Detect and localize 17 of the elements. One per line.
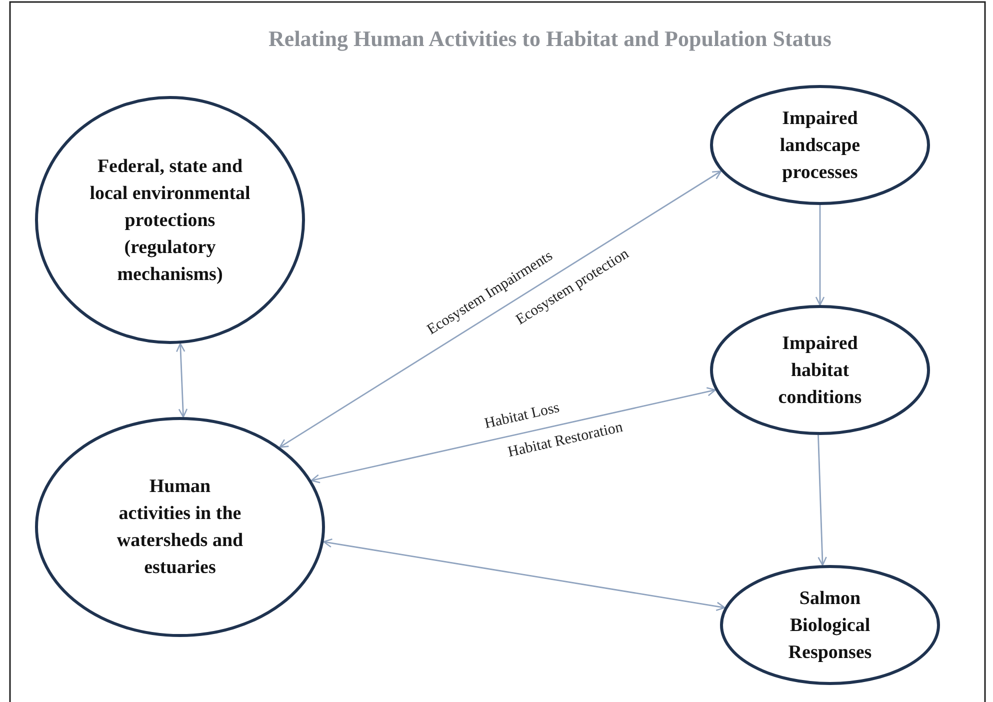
diagram-title: Relating Human Activities to Habitat and Population Status bbox=[268, 26, 832, 52]
node-label: Federal, state and local environmental protections (regulatory mechanisms) bbox=[88, 154, 252, 286]
node-label: Human activities in the watersheds and estuaries bbox=[116, 475, 244, 580]
node-label: Impaired habitat conditions bbox=[777, 332, 863, 410]
ellipse-node bbox=[710, 85, 930, 205]
node-label: Salmon Biological Responses bbox=[787, 586, 873, 664]
node-label: Impaired landscape processes bbox=[778, 106, 862, 184]
ellipse-node bbox=[35, 96, 305, 344]
arrow bbox=[323, 538, 726, 611]
arrow bbox=[176, 343, 188, 418]
arrow bbox=[815, 205, 825, 306]
ellipse-node bbox=[720, 565, 940, 685]
arrow bbox=[279, 170, 722, 448]
ellipse-node bbox=[710, 305, 930, 435]
arrow bbox=[310, 387, 716, 484]
arrow bbox=[818, 434, 827, 566]
ellipse-node bbox=[35, 417, 325, 637]
